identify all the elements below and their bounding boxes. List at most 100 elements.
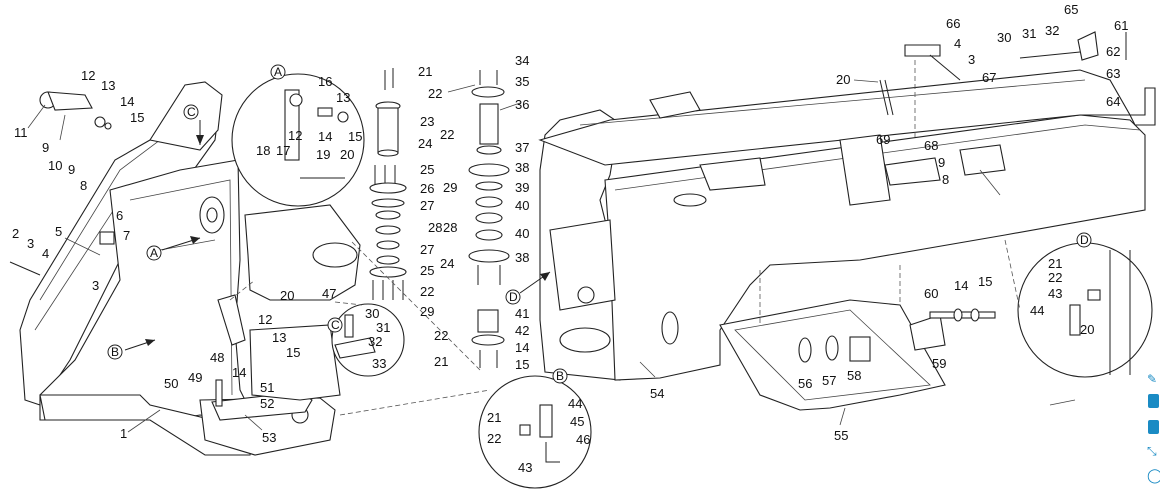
callout-b-main: B bbox=[107, 344, 123, 360]
detail-c-view bbox=[331, 303, 405, 377]
hitch-59 bbox=[909, 314, 946, 351]
part-label: 32 bbox=[368, 334, 382, 349]
part-label: 43 bbox=[1048, 286, 1062, 301]
bracket-65 bbox=[1077, 31, 1099, 61]
part-label: 9 bbox=[42, 140, 49, 155]
part-label: 31 bbox=[1022, 26, 1036, 41]
part-label: 67 bbox=[982, 70, 996, 85]
part-label: 14 bbox=[954, 278, 968, 293]
part-label: 7 bbox=[123, 228, 130, 243]
part-label: 41 bbox=[515, 306, 529, 321]
svg-text:D: D bbox=[509, 290, 518, 304]
part-label: 54 bbox=[650, 386, 664, 401]
part-number-labels: 1 2 3 4 5 6 7 3 11 12 13 14 15 9 10 9 8 … bbox=[12, 2, 1128, 475]
bushing-56 bbox=[798, 337, 812, 363]
part-label: 28 bbox=[428, 220, 442, 235]
callout-c-detail: C bbox=[327, 317, 343, 333]
callout-a-main: A bbox=[146, 245, 162, 261]
part-label: 25 bbox=[420, 263, 434, 278]
bushing-36 bbox=[479, 103, 499, 145]
part-label: 14 bbox=[232, 365, 246, 380]
part-label: 50 bbox=[164, 376, 178, 391]
svg-text:B: B bbox=[556, 369, 564, 383]
part-label: 15 bbox=[286, 345, 300, 360]
part-label: 45 bbox=[570, 414, 584, 429]
tow-plate-assembly bbox=[719, 299, 996, 411]
part-label: 59 bbox=[932, 356, 946, 371]
detail-d-pin bbox=[1069, 304, 1081, 336]
bracket-64 bbox=[1129, 87, 1156, 126]
part-label: 1 bbox=[120, 426, 127, 441]
part-label: 13 bbox=[336, 90, 350, 105]
svg-text:C: C bbox=[187, 105, 196, 119]
help-icon[interactable]: ◯ bbox=[1147, 467, 1160, 483]
svg-text:A: A bbox=[150, 246, 158, 260]
part-label: 48 bbox=[210, 350, 224, 365]
fit-icon[interactable] bbox=[1148, 394, 1159, 408]
callout-d-detail: D bbox=[1076, 232, 1092, 248]
pivot-stack-left bbox=[369, 68, 407, 300]
part-label: 69 bbox=[876, 132, 890, 147]
part-label: 61 bbox=[1114, 18, 1128, 33]
zoom-in-icon[interactable] bbox=[1148, 420, 1159, 434]
part-label: 40 bbox=[515, 226, 529, 241]
part-label: 22 bbox=[1048, 270, 1062, 285]
part-label: 29 bbox=[420, 304, 434, 319]
part-label: 3 bbox=[27, 236, 34, 251]
part-label: 44 bbox=[1030, 303, 1044, 318]
part-label: 30 bbox=[997, 30, 1011, 45]
part-label: 62 bbox=[1106, 44, 1120, 59]
part-label: 28 bbox=[443, 220, 457, 235]
part-label: 43 bbox=[518, 460, 532, 475]
part-label: 33 bbox=[372, 356, 386, 371]
detail-arrows bbox=[124, 120, 551, 351]
bracket-66 bbox=[904, 44, 941, 57]
part-label: 13 bbox=[272, 330, 286, 345]
part-label: 66 bbox=[946, 16, 960, 31]
part-label: 40 bbox=[515, 198, 529, 213]
detail-b-pin bbox=[539, 404, 553, 438]
part-label: 16 bbox=[318, 74, 332, 89]
svg-text:B: B bbox=[111, 345, 119, 359]
part-label: 24 bbox=[440, 256, 454, 271]
part-label: 30 bbox=[365, 306, 379, 321]
part-label: 24 bbox=[418, 136, 432, 151]
part-label: 44 bbox=[568, 396, 582, 411]
part-label: 8 bbox=[80, 178, 87, 193]
part-label: 4 bbox=[42, 246, 49, 261]
part-label: 37 bbox=[515, 140, 529, 155]
part-label: 49 bbox=[188, 370, 202, 385]
part-label: 15 bbox=[348, 129, 362, 144]
bushing-57 bbox=[825, 335, 839, 361]
part-label: 20 bbox=[836, 72, 850, 87]
part-label: 52 bbox=[260, 396, 274, 411]
part-label: 23 bbox=[420, 114, 434, 129]
projection-lines bbox=[229, 60, 1021, 416]
pin-49 bbox=[215, 379, 223, 407]
part-label: 22 bbox=[434, 328, 448, 343]
pin-icon[interactable]: ✎ bbox=[1147, 372, 1158, 386]
part-label: 55 bbox=[834, 428, 848, 443]
part-label: 15 bbox=[515, 357, 529, 372]
svg-text:C: C bbox=[331, 318, 340, 332]
detail-a-plate bbox=[284, 89, 300, 161]
part-label: 15 bbox=[978, 274, 992, 289]
part-label: 12 bbox=[288, 128, 302, 143]
part-label: 18 bbox=[256, 143, 270, 158]
part-label: 39 bbox=[515, 180, 529, 195]
plate-69 bbox=[884, 157, 941, 186]
base-foot bbox=[39, 394, 256, 456]
part-label: 12 bbox=[81, 68, 95, 83]
part-label: 68 bbox=[924, 138, 938, 153]
part-label: 26 bbox=[420, 181, 434, 196]
part-label: 20 bbox=[280, 288, 294, 303]
part-label: 14 bbox=[515, 340, 529, 355]
part-label: 11 bbox=[14, 125, 28, 140]
part-label: 22 bbox=[428, 86, 442, 101]
expand-icon[interactable]: ⤡ bbox=[1147, 444, 1157, 458]
svg-text:A: A bbox=[274, 65, 282, 79]
part-label: 21 bbox=[418, 64, 432, 79]
part-label: 14 bbox=[120, 94, 134, 109]
part-label: 42 bbox=[515, 323, 529, 338]
